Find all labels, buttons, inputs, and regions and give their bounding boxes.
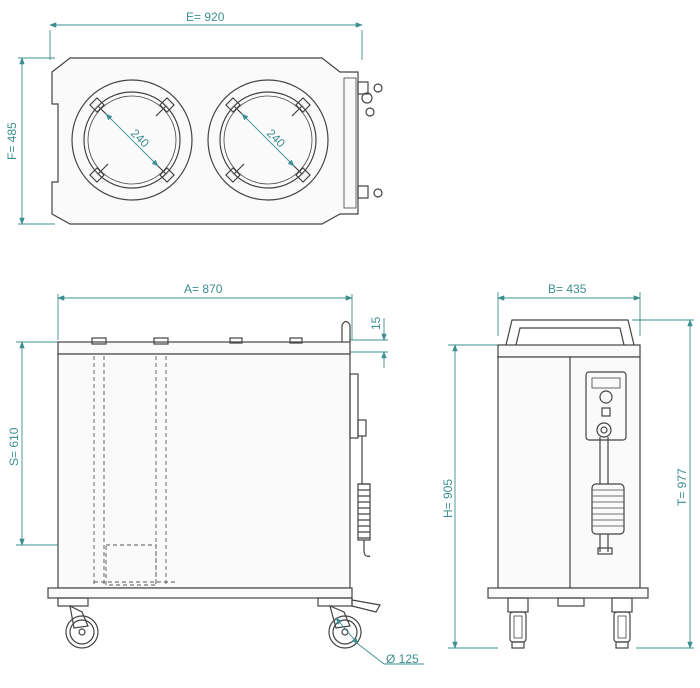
top-view: E= 920 F= 485 — [5, 10, 383, 225]
dim-h-label: H= 905 — [441, 479, 455, 518]
side-wheel-right — [611, 597, 633, 649]
side-wheel-left — [507, 597, 529, 649]
side-spiral-cable — [591, 437, 625, 555]
dim-b-label: B= 435 — [548, 282, 587, 296]
top-handle — [357, 81, 383, 199]
front-chassis — [47, 587, 353, 599]
dim-t-label: T= 977 — [675, 468, 689, 506]
dim-f-label: F= 485 — [5, 122, 19, 160]
dim-15-label: 15 — [369, 316, 383, 330]
dim-wheel-label: Ø 125 — [386, 652, 419, 666]
front-spiral-cable — [357, 436, 371, 557]
dim-a-label: A= 870 — [184, 282, 223, 296]
front-wheel-left — [65, 604, 99, 649]
front-view: A= 870 15 S= 610 — [7, 282, 424, 666]
dim-s-label: S= 610 — [7, 427, 21, 466]
top-view-body — [51, 57, 359, 225]
control-panel — [585, 371, 627, 441]
dim-e-label: E= 920 — [186, 10, 225, 24]
side-body — [497, 356, 641, 589]
side-view: B= 435 H= 905 T= 977 — [441, 282, 694, 649]
front-body — [57, 353, 351, 589]
side-chassis — [487, 587, 649, 599]
